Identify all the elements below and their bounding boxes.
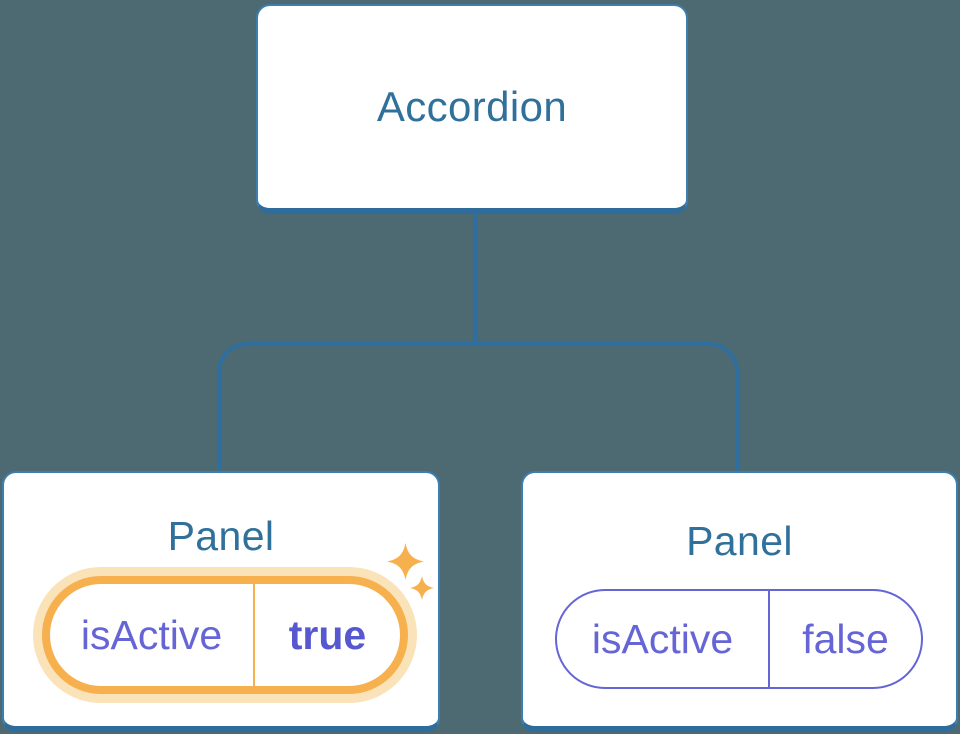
state-pill-active: isActive true <box>42 576 408 694</box>
sparkle-icon-large <box>387 543 424 580</box>
sparkle-icon-small <box>410 576 434 600</box>
state-key-label: isActive <box>50 584 255 686</box>
accordion-node-label: Accordion <box>376 83 568 130</box>
panel-node-active: Panel isActive true <box>2 471 440 732</box>
panel-title: Panel <box>167 513 275 559</box>
state-value-label: true <box>288 611 367 658</box>
state-value-label: false <box>802 615 889 662</box>
state-key-label: isActive <box>557 591 770 687</box>
accordion-node: Accordion <box>256 4 688 214</box>
state-pill-inactive: isActive false <box>555 589 923 689</box>
tree-connector-stem <box>473 212 477 346</box>
tree-connector-branches <box>217 342 739 471</box>
panel-title: Panel <box>686 518 793 564</box>
panel-node-inactive: Panel isActive false <box>521 471 958 732</box>
